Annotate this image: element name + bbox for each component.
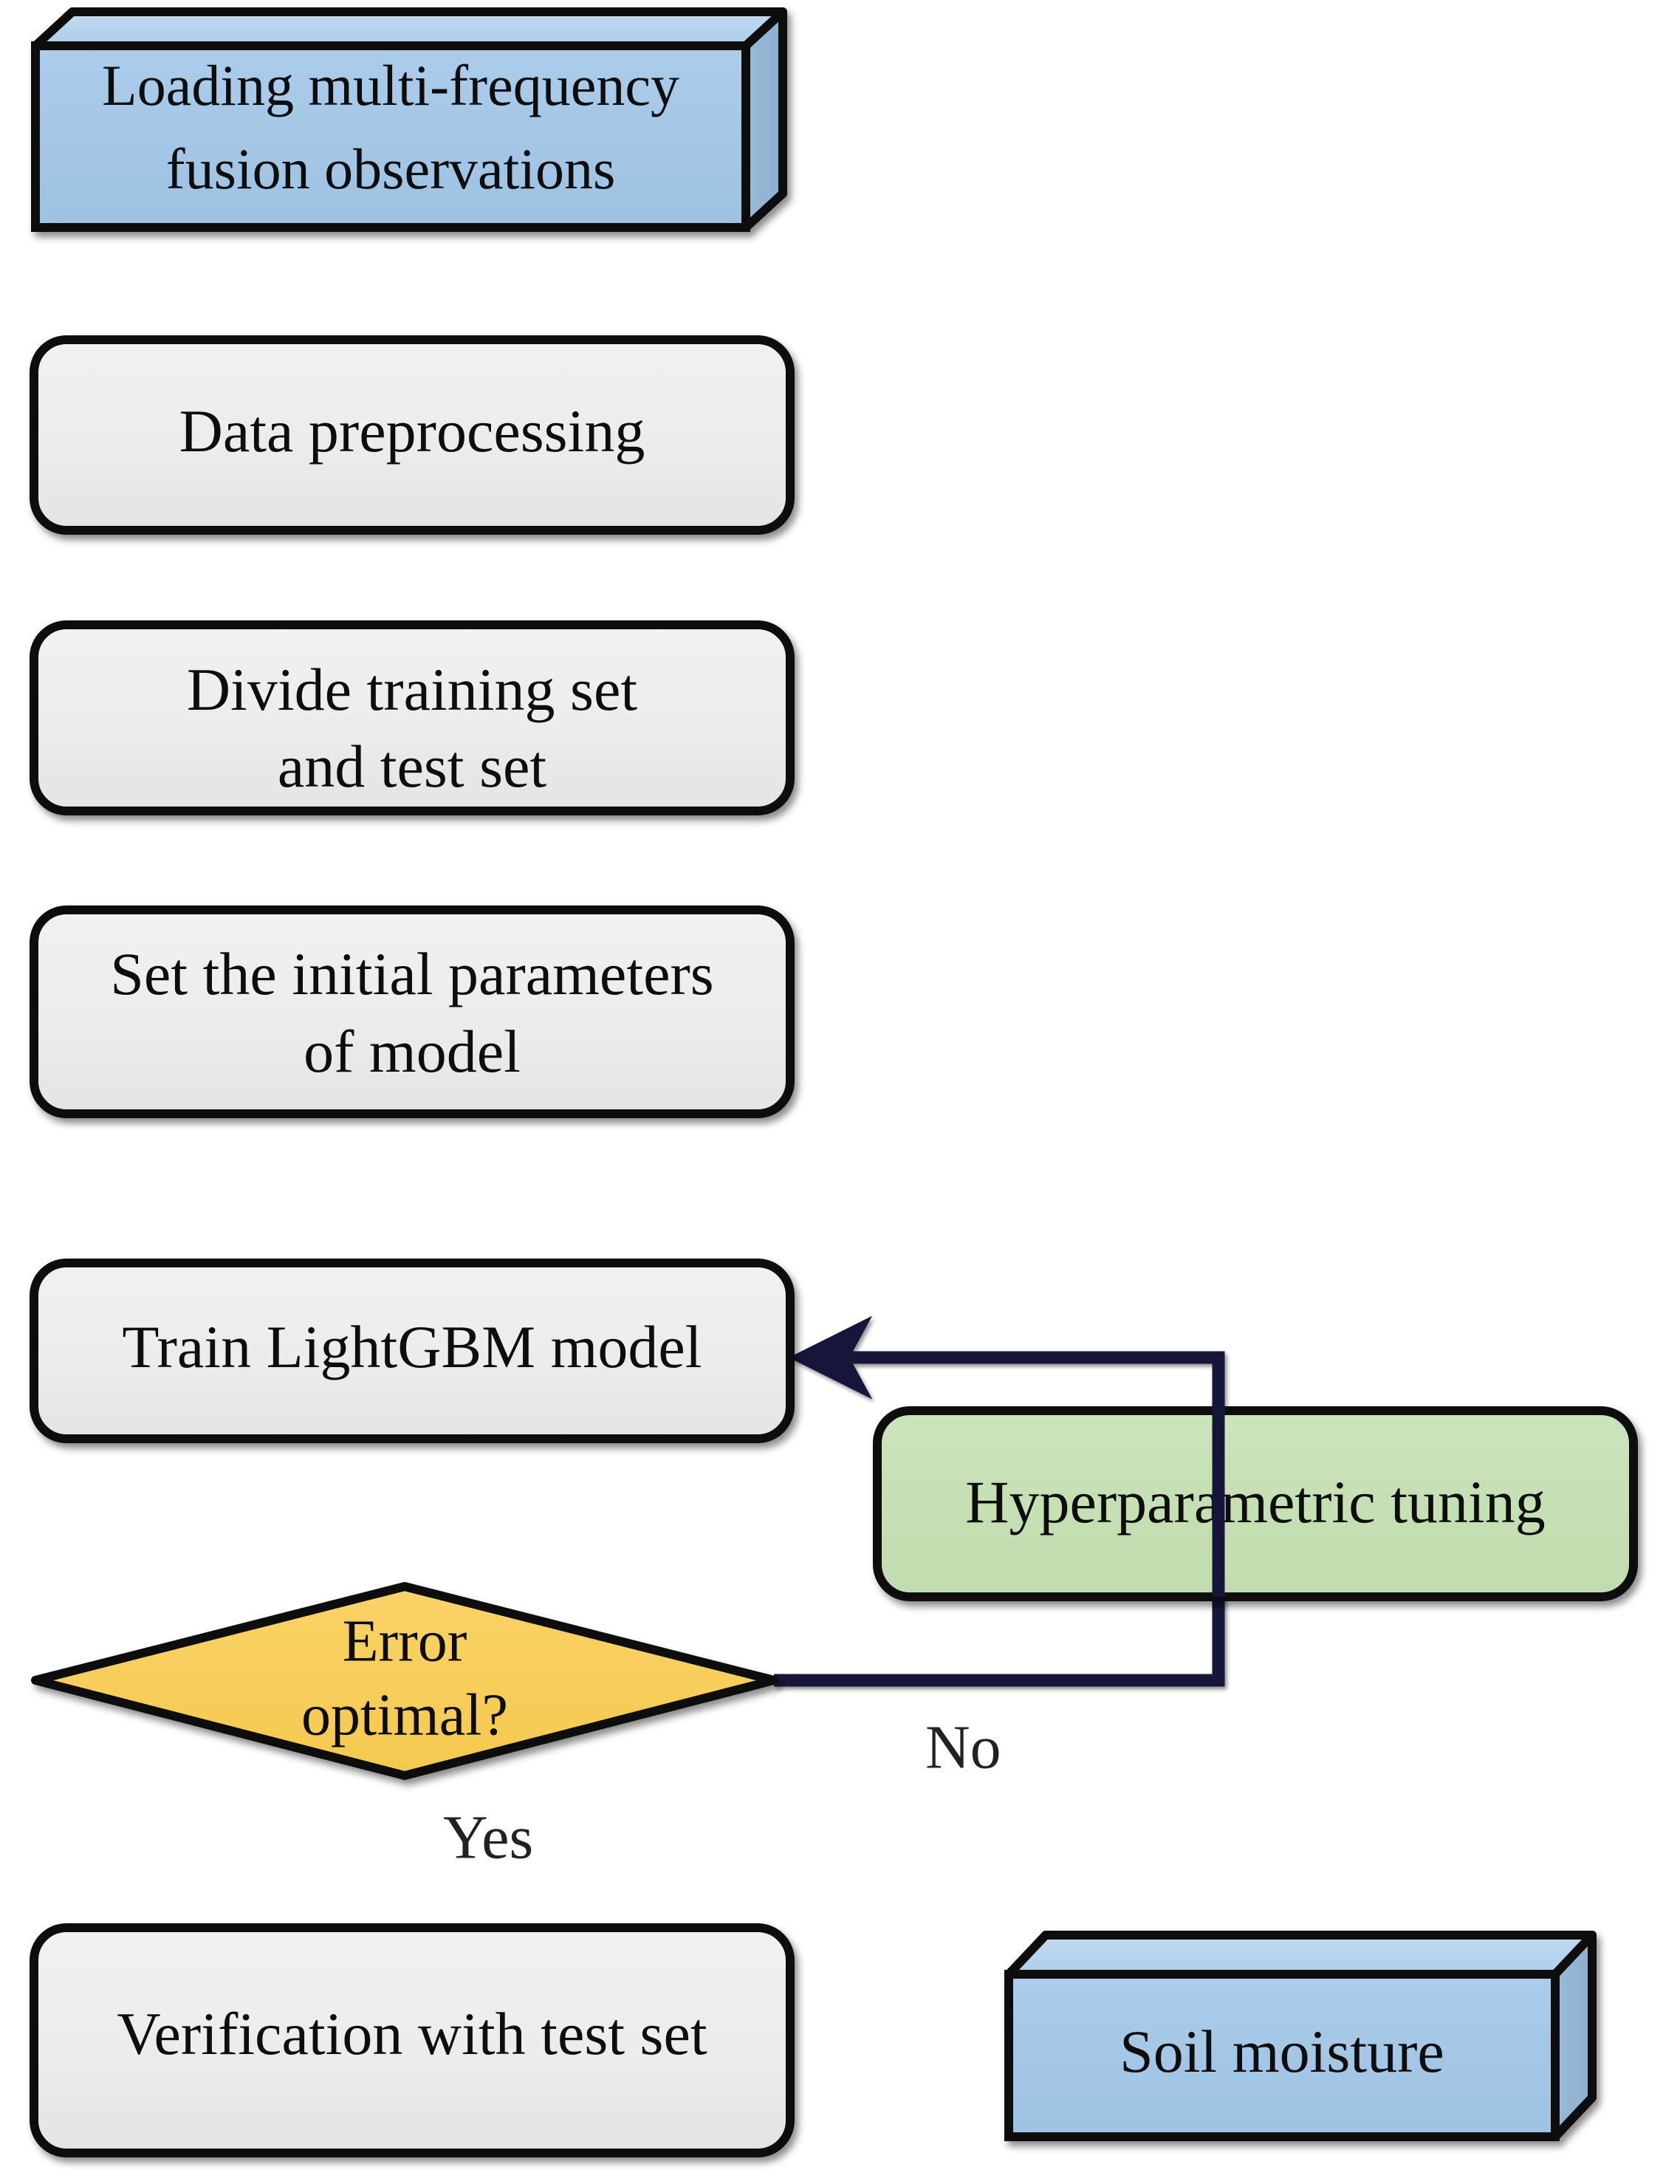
tuning-box [873,1406,1638,1601]
node-loading-observations[interactable]: Loading multi-frequency fusion observati… [31,7,787,232]
node-label-line: optimal? [301,1682,508,1747]
node-verification-with-test-set[interactable]: Verification with test set [30,1923,795,2157]
process-box [30,620,795,815]
node-hyperparametric-tuning[interactable]: Hyperparametric tuning [873,1406,1638,1601]
cube-front-face [1004,1970,1560,2141]
process-box [30,1923,795,2157]
node-data-preprocessing[interactable]: Data preprocessing [30,335,795,535]
node-label-line: Loading multi-frequency [102,53,679,117]
cube-top-face [31,7,787,50]
edge-label-no: No [925,1713,1001,1781]
node-label-line: Soil moisture [1120,2018,1444,2085]
node-label-line: and test set [278,733,547,800]
node-label-line: of model [304,1018,521,1085]
node-label-line: fusion observations [166,137,616,201]
node-label-line: Data preprocessing [179,397,645,465]
node-label-line: Verification with test set [117,2000,707,2067]
process-box [30,906,795,1118]
cube-top-face [1004,1931,1597,1979]
node-label-line: Hyperparametric tuning [965,1468,1546,1536]
cube-right-face [741,7,787,232]
cube-right-face [1551,1931,1597,2141]
node-set-initial-parameters[interactable]: Set the initial parameters of model [30,906,795,1118]
node-label-line: Set the initial parameters [110,940,713,1007]
process-box [30,1259,795,1443]
connector-layer [361,235,1225,2084]
process-box [30,335,795,535]
node-divide-train-test[interactable]: Divide training set and test set [30,620,795,815]
cube-front-face [31,41,750,232]
edge-label-yes: Yes [443,1803,533,1872]
node-soil-moisture[interactable]: Soil moisture [1004,1931,1597,2141]
node-train-lightgbm-model[interactable]: Train LightGBM model [30,1259,795,1443]
node-error-optimal-decision[interactable]: Error optimal? [31,1582,778,1780]
decision-diamond [31,1582,778,1780]
node-label-line: Train LightGBM model [122,1313,702,1380]
node-label-line: Error [343,1609,467,1674]
node-label-line: Divide training set [187,656,638,723]
